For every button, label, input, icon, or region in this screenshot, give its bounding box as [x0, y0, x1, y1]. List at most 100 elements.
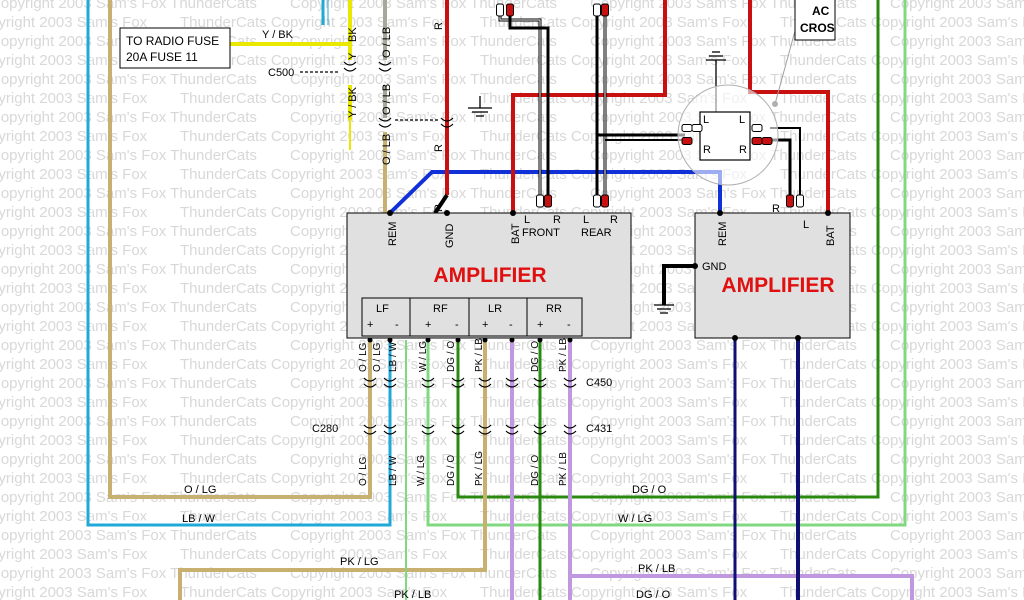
watermark-text: Copyright 2003 Sam's Fox ThunderCats	[890, 109, 1024, 126]
amplifier-1-title: AMPLIFIER	[433, 264, 546, 287]
rca-splitter-body	[699, 111, 751, 161]
wire-label-bk: BK	[347, 27, 359, 42]
watermark-text: ThunderCats Copyright 2003 Sam's Fox	[180, 166, 448, 183]
connector-break	[563, 377, 577, 388]
watermark-text: Copyright 2003 Sam's Fox ThunderCats	[890, 375, 1024, 392]
wire-o-lg-loop	[108, 0, 372, 499]
amp1-front-r: R	[553, 214, 561, 226]
watermark-text: Copyright 2003 Sam's Fox ThunderCats	[590, 185, 857, 202]
wire-pk-lg-bottom	[178, 340, 487, 600]
wire-label-r-3: R	[433, 204, 445, 212]
watermark-text: Copyright 2003 Sam's Fox ThunderCats	[0, 527, 257, 544]
wire-label-dg-o-bottom: DG / O	[632, 484, 667, 496]
splitter-l1: L	[703, 114, 709, 126]
wire-label-w-lg: W / LG	[416, 455, 427, 486]
watermark-text: ThunderCats Copyright 2003 Sam's Fox	[0, 432, 148, 449]
watermark-text: ThunderCats Copyright 2003 Sam's Fox	[180, 546, 448, 563]
watermark-text: Copyright 2003 Sam's Fox ThunderCats	[890, 451, 1024, 468]
connector-break	[563, 424, 577, 435]
radio-fuse-line2: 20A FUSE 11	[126, 50, 198, 64]
connector-break	[421, 424, 435, 435]
connector-break	[383, 377, 397, 388]
amp2-bat-label: BAT	[825, 225, 837, 246]
wire-label-dg-o: DG / O	[530, 341, 541, 372]
watermark-text: Copyright 2003 Sam's Fox ThunderCats	[890, 223, 1024, 240]
watermark-text: ThunderCats Copyright 2003 Sam's Fox	[780, 128, 1024, 145]
watermark-text: ThunderCats Copyright 2003 Sam's Fox	[780, 52, 1024, 69]
watermark-text: Copyright 2003 Sam's Fox ThunderCats	[290, 0, 557, 12]
wire-label-pk-lg-bottom: PK / LG	[340, 556, 379, 568]
wire-label-r-2: R	[433, 144, 445, 152]
watermark-text: ThunderCats Copyright 2003 Sam's Fox	[480, 508, 748, 525]
watermark-text: ThunderCats Copyright 2003 Sam's Fox	[0, 204, 148, 221]
wire-label-pk-lb-bottom: PK / LB	[638, 563, 675, 575]
wire-rem-blue	[388, 170, 722, 215]
connector-c500-label: C500	[268, 67, 294, 79]
wire-gnd1	[433, 193, 449, 215]
wire-rca-front-r	[508, 10, 550, 195]
wire-label-y-bk-top: Y / BK	[262, 29, 294, 41]
wire-label-dg-o: DG / O	[446, 341, 457, 372]
wire-label-dg-o: DG / O	[530, 455, 541, 486]
watermark-text: Copyright 2003 Sam's Fox ThunderCats	[290, 565, 557, 582]
watermark-text: ThunderCats Copyright 2003 Sam's Fox	[0, 318, 148, 335]
polarity-plus: +	[537, 319, 543, 331]
wire-gnd2	[662, 264, 695, 305]
polarity-plus: +	[425, 319, 431, 331]
watermark-text: Copyright 2003 Sam's Fox ThunderCats	[0, 451, 257, 468]
connector-c431-label: C431	[586, 423, 612, 435]
wire-label-w-lg-bottom: W / LG	[618, 513, 652, 525]
wire-lb-w-loop	[86, 0, 392, 527]
wire-label-pk-lb-bottom-2: PK / LB	[394, 589, 431, 600]
wire-red-bat2	[748, 0, 830, 213]
connector-break	[451, 424, 465, 435]
rca-plug-icon	[544, 194, 552, 208]
rca-plug-icon	[796, 194, 804, 208]
watermark-text: ThunderCats Copyright 2003 Sam's Fox	[0, 280, 148, 297]
watermark-text: Copyright 2003 Sam's Fox ThunderCats	[290, 375, 557, 392]
amp1-channel-rf: RF	[433, 303, 448, 315]
watermark-text: Copyright 2003 Sam's Fox ThunderCats	[0, 223, 257, 240]
watermark-text: ThunderCats Copyright 2003 Sam's Fox	[180, 470, 448, 487]
connector-break	[533, 424, 547, 435]
connector-break	[383, 424, 397, 435]
watermark-text: Copyright 2003 Sam's Fox ThunderCats	[0, 299, 257, 316]
watermark-text: ThunderCats Copyright 2003 Sam's Fox	[0, 394, 148, 411]
amp2-r-label: R	[772, 203, 780, 215]
watermark-text: Copyright 2003 Sam's Fox ThunderCats	[590, 527, 857, 544]
wire-label-pk-lb: PK / LB	[558, 452, 569, 486]
connector-break	[451, 377, 465, 388]
watermark-text: Copyright 2003 Sam's Fox ThunderCats	[590, 451, 857, 468]
polarity-minus: -	[395, 319, 399, 331]
watermark-text: Copyright 2003 Sam's Fox ThunderCats	[590, 413, 857, 430]
connector-rem-marks	[378, 117, 454, 128]
amp1-bat-label: BAT	[510, 223, 522, 244]
wire-label-lb-w: LB / W	[388, 341, 399, 372]
watermark-text: ThunderCats Copyright 2003 Sam's Fox	[780, 432, 1024, 449]
polarity-minus: -	[509, 319, 513, 331]
watermark-text: ThunderCats Copyright 2003 Sam's Fox	[0, 90, 148, 107]
watermark-text: ThunderCats Copyright 2003 Sam's Fox	[480, 356, 748, 373]
watermark-text: Copyright 2003 Sam's Fox ThunderCats	[890, 527, 1024, 544]
rca-plug-icon	[751, 137, 763, 145]
watermark-text: ThunderCats Copyright 2003 Sam's Fox	[0, 128, 148, 145]
watermark-text: ThunderCats Copyright 2003 Sam's Fox	[180, 394, 448, 411]
watermark-text: Copyright 2003 Sam's Fox ThunderCats	[290, 33, 557, 50]
watermark-text: Copyright 2003 Sam's Fox ThunderCats	[590, 33, 857, 50]
rca-plug-icon	[681, 137, 693, 145]
wire-label-o-lg-bottom: O / LG	[184, 484, 216, 496]
wire-label-o-lb-top: O / LB	[381, 27, 393, 58]
watermark-text: Copyright 2003 Sam's Fox ThunderCats	[590, 71, 857, 88]
ground-symbol-amp2	[654, 304, 674, 314]
watermark-text: ThunderCats Copyright 2003 Sam's Fox	[0, 546, 148, 563]
wire-label-o-lb-mid: O / LB	[381, 84, 393, 115]
wire-pk-lb-loop	[568, 340, 914, 600]
wire-amp2-rca-l	[770, 127, 801, 195]
amp1-channel-lf: LF	[376, 303, 389, 315]
amp2-gnd-label: GND	[702, 261, 727, 273]
amp1-rem-label: REM	[387, 222, 399, 246]
amp1-front-l: L	[524, 214, 530, 226]
watermark-text: ThunderCats Copyright 2003 Sam's Fox	[180, 52, 448, 69]
